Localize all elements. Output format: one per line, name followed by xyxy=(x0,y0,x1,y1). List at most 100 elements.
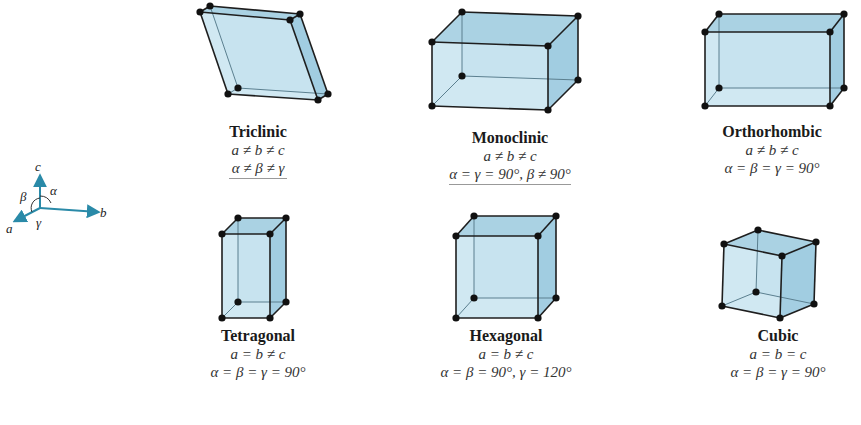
cell-edge xyxy=(300,14,328,94)
cell-edge xyxy=(290,20,318,100)
unit-cell xyxy=(196,2,331,103)
cell-edge xyxy=(829,32,831,106)
lattice-point xyxy=(470,212,477,219)
hidden-edge xyxy=(756,230,758,292)
lattice-condition: α = β = γ = 90° xyxy=(722,159,822,177)
system-name: Triclinic xyxy=(229,122,286,141)
cell-edge xyxy=(705,105,830,107)
hidden-edge xyxy=(474,216,475,298)
hidden-edge xyxy=(456,298,474,318)
cell-edge xyxy=(814,242,816,304)
hidden-edge xyxy=(462,76,578,80)
b-axis xyxy=(40,208,98,212)
lattice-point xyxy=(776,314,783,321)
cell-edge xyxy=(238,217,286,219)
cell-edge xyxy=(432,42,548,46)
cell-face xyxy=(780,242,816,318)
hidden-edge xyxy=(238,218,239,302)
lattice-condition: a ≠ b ≠ c xyxy=(722,141,822,159)
lattice-point xyxy=(452,314,459,321)
lattice-point xyxy=(286,16,293,23)
cell-edge xyxy=(432,12,462,42)
lattice-point xyxy=(701,28,708,35)
cell-edge xyxy=(456,317,538,319)
axis-label: β xyxy=(20,190,26,203)
cell-edge xyxy=(200,12,228,94)
unit-cell xyxy=(452,212,559,321)
cell-edge xyxy=(722,244,724,306)
axis-label: c xyxy=(35,160,41,173)
axis-label: a xyxy=(6,222,13,235)
cell-edge xyxy=(782,242,816,256)
lattice-point xyxy=(218,230,225,237)
hidden-edge xyxy=(238,302,286,303)
lattice-condition: a ≠ b ≠ c xyxy=(449,147,571,165)
cell-face xyxy=(705,32,830,106)
lattice-condition: a = b = c xyxy=(730,345,825,363)
lattice-point xyxy=(324,90,331,97)
lattice-point xyxy=(218,314,225,321)
lattice-point xyxy=(282,298,289,305)
cell-edge xyxy=(538,298,556,318)
lattice-point xyxy=(234,298,241,305)
lattice-point xyxy=(718,302,725,309)
lattice-point xyxy=(296,10,303,17)
lattice-point xyxy=(428,38,435,45)
lattice-point xyxy=(574,76,581,83)
axis-triad xyxy=(15,176,98,221)
lattice-point xyxy=(715,10,722,17)
cell-edge xyxy=(455,236,457,318)
cell-edge xyxy=(577,16,579,80)
lattice-point xyxy=(552,294,559,301)
cell-edge xyxy=(222,317,270,319)
lattice-point xyxy=(428,102,435,109)
hidden-edge xyxy=(719,14,720,88)
lattice-point xyxy=(224,90,231,97)
cell-face xyxy=(538,216,556,318)
cell-face xyxy=(548,16,578,110)
cell-face xyxy=(456,216,556,236)
lattice-point xyxy=(840,10,847,17)
cell-edge xyxy=(474,215,556,217)
hidden-edge xyxy=(432,76,462,106)
lattice-point xyxy=(840,84,847,91)
lattice-point xyxy=(826,28,833,35)
lattice-point xyxy=(266,230,273,237)
hidden-edge xyxy=(722,292,756,306)
lattice-point xyxy=(282,214,289,221)
cell-edge xyxy=(456,216,474,236)
cell-edge xyxy=(538,216,556,236)
cell-edge xyxy=(537,236,539,318)
lattice-point xyxy=(234,214,241,221)
lattice-point xyxy=(314,96,321,103)
lattice-point xyxy=(544,106,551,113)
lattice-condition: α = γ = 90°, β ≠ 90° xyxy=(449,165,571,185)
hidden-edge xyxy=(474,298,556,299)
cell-edge xyxy=(724,230,758,244)
cell-face xyxy=(200,12,318,100)
beta-arc xyxy=(31,198,40,212)
lattice-point xyxy=(458,72,465,79)
hidden-edge xyxy=(210,6,238,88)
lattice-condition: a = b ≠ c xyxy=(440,345,571,363)
alpha-arc xyxy=(40,196,51,203)
lattice-point xyxy=(778,252,785,259)
lattice-point xyxy=(754,226,761,233)
axis-label: γ xyxy=(36,216,41,229)
lattice-condition: α ≠ β ≠ γ xyxy=(229,159,286,179)
lattice-condition: α = β = 90°, γ = 120° xyxy=(440,363,571,381)
lattice-point xyxy=(715,84,722,91)
lattice-condition: α = β = γ = 90° xyxy=(210,363,305,381)
unit-cell xyxy=(718,226,819,321)
cell-edge xyxy=(221,234,223,318)
axis-label: b xyxy=(100,206,107,219)
crystal-system-label: Monoclinica ≠ b ≠ cα = γ = 90°, β ≠ 90° xyxy=(449,128,571,185)
lattice-point xyxy=(752,288,759,295)
cell-face xyxy=(830,14,844,106)
lattice-point xyxy=(266,314,273,321)
cell-edge xyxy=(547,46,549,110)
lattice-point xyxy=(544,42,551,49)
lattice-point xyxy=(574,12,581,19)
crystal-system-label: Orthorhombica ≠ b ≠ cα = β = γ = 90° xyxy=(722,122,822,177)
